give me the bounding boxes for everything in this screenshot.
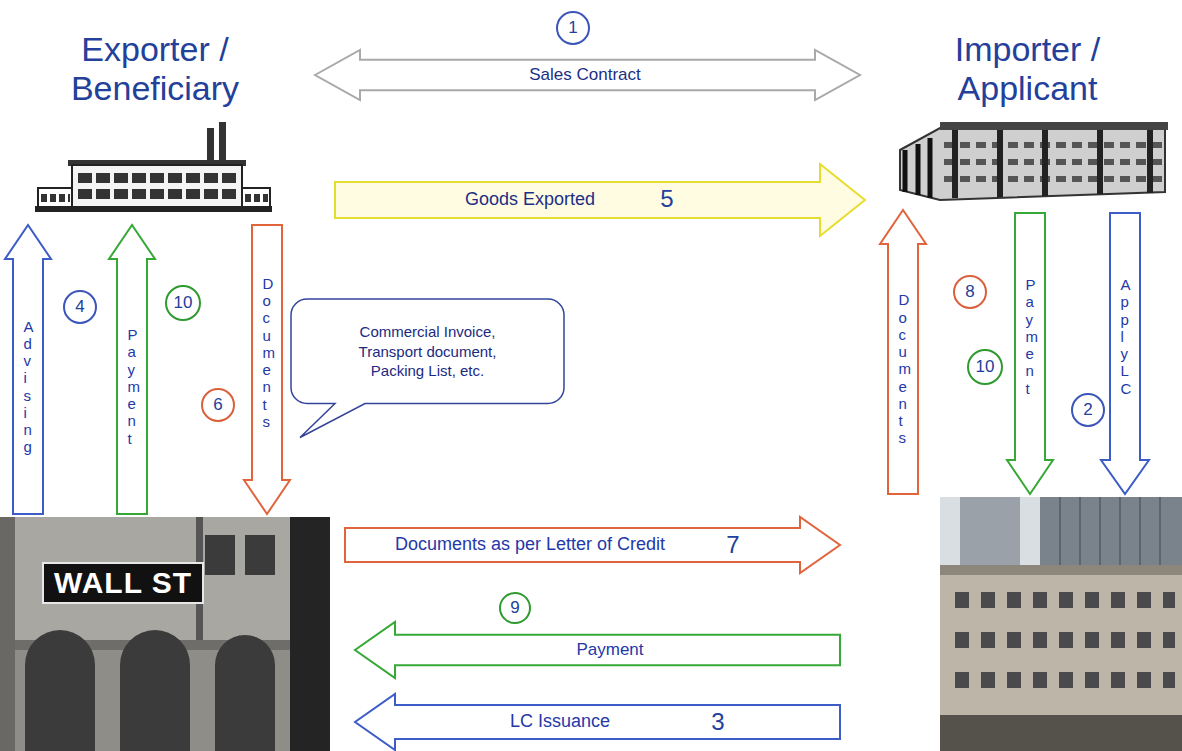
callout-number: 2 xyxy=(1071,393,1105,427)
office-front-pillars xyxy=(905,138,930,198)
callout-number: 5 xyxy=(660,185,673,214)
block-arrow xyxy=(315,50,860,100)
factory-wing xyxy=(242,188,270,208)
arrow-label: Payment xyxy=(128,326,143,447)
bank-facade xyxy=(0,517,330,751)
callout-number: 3 xyxy=(711,708,724,737)
bank-windows xyxy=(955,592,1175,608)
block-arrow xyxy=(355,622,840,678)
callout-number: 9 xyxy=(499,592,531,624)
office-pillars xyxy=(955,130,1150,198)
party-name: Exporter / Beneficiary xyxy=(45,30,265,108)
callout-number: 8 xyxy=(953,275,987,309)
office-windows xyxy=(944,142,1162,148)
block-arrow xyxy=(109,225,155,514)
arrow-label: LC Issuance xyxy=(510,711,610,733)
office-building xyxy=(900,128,1165,200)
block-arrow xyxy=(5,225,51,514)
block-arrow xyxy=(345,517,840,573)
party-heading: Exporter / Beneficiary xyxy=(10,22,300,222)
party-heading: Importer / Applicant xyxy=(880,22,1175,205)
bank-building xyxy=(940,570,1182,751)
callout-outline xyxy=(291,299,564,438)
arrow-label: Payment xyxy=(1026,276,1041,397)
bank-cornice xyxy=(940,565,1182,575)
callout-number: 10 xyxy=(967,349,1003,385)
party-name: Importer / Applicant xyxy=(918,30,1138,108)
callout-number: 1 xyxy=(556,11,590,45)
office-roof xyxy=(940,122,1168,130)
bank-upper-facade xyxy=(15,517,290,640)
callout-text: Commercial Invoice, Transport document, … xyxy=(335,322,520,381)
arrow-label: Apply LC xyxy=(1121,276,1136,397)
bank xyxy=(870,497,1182,751)
bank-windows xyxy=(955,672,1175,688)
office-windows xyxy=(944,176,1162,182)
block-arrow xyxy=(355,694,840,750)
arrow-label: Documents as per Letter of Credit xyxy=(395,534,665,556)
factory-windows xyxy=(41,194,70,202)
arrow-label: Goods Exported xyxy=(465,189,595,211)
street-sign: WALL ST xyxy=(42,562,204,604)
callout-number: 6 xyxy=(201,388,235,422)
bank: WALL ST xyxy=(0,517,330,751)
factory-base xyxy=(35,206,272,212)
block-arrow xyxy=(1007,213,1053,494)
callout-number: 10 xyxy=(165,285,201,321)
callout-number: 7 xyxy=(726,531,739,560)
sky xyxy=(940,497,1182,751)
bank-arches xyxy=(25,630,275,751)
arrow-label: Documents xyxy=(899,291,914,446)
arrow-label: Sales Contract xyxy=(529,65,641,85)
bank-column xyxy=(0,517,15,751)
block-arrow xyxy=(880,210,926,494)
arrow-label: Payment xyxy=(576,640,643,660)
block-arrow xyxy=(244,225,290,514)
tower xyxy=(960,497,1020,567)
factory-windows xyxy=(245,194,268,202)
callout-bubble: Commercial Invoice, Transport document, … xyxy=(290,298,565,405)
bank-base xyxy=(940,715,1182,751)
factory-windows xyxy=(78,189,238,199)
bank-windows xyxy=(205,535,275,575)
factory-windows xyxy=(78,173,238,183)
bank-pillar xyxy=(290,517,330,751)
arrow-label: Documents xyxy=(263,275,278,430)
factory-wing xyxy=(38,188,72,208)
bank-windows xyxy=(955,632,1175,648)
factory-hall xyxy=(72,165,242,207)
callout-number: 4 xyxy=(63,290,97,324)
block-arrow xyxy=(335,164,865,236)
arrow-label: Advising xyxy=(24,318,39,456)
office-windows xyxy=(944,159,1162,165)
block-arrow xyxy=(1101,213,1149,494)
